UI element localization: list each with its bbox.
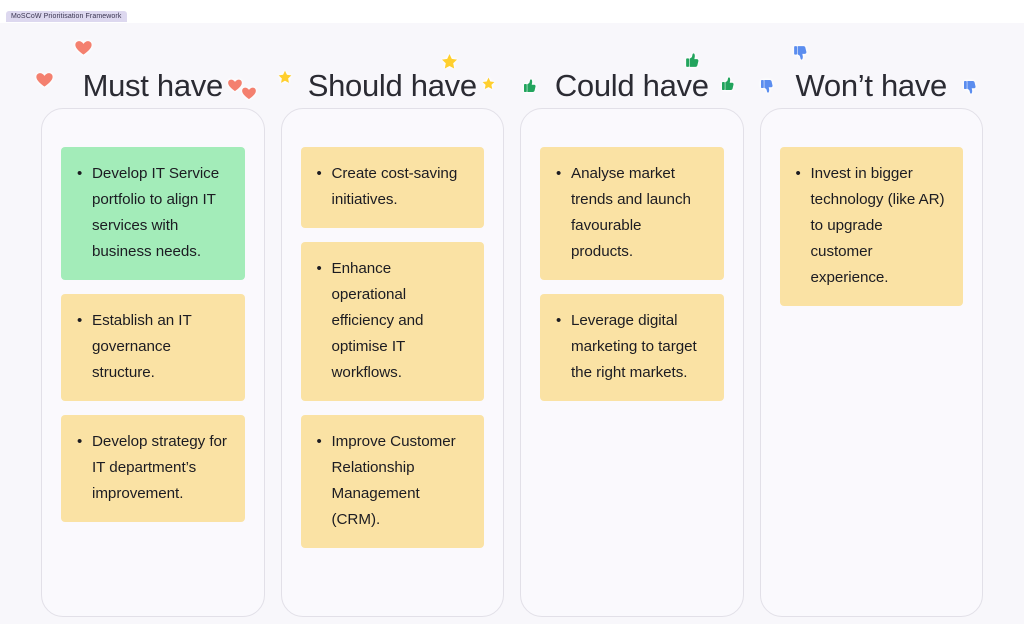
task-list: Improve Customer Relationship Management… [315, 429, 469, 533]
task-item: Enhance operational efficiency and optim… [315, 256, 469, 386]
task-card[interactable]: Establish an IT governance structure. [61, 294, 245, 401]
task-card[interactable]: Improve Customer Relationship Management… [300, 415, 484, 548]
board-canvas[interactable]: Must haveDevelop IT Service portfolio to… [0, 23, 1024, 624]
task-item: Create cost-saving initiatives. [315, 161, 469, 213]
task-list: Analyse market trends and launch favoura… [554, 161, 708, 265]
canvas-footer [0, 624, 1024, 634]
column-header: Should have [273, 30, 513, 108]
board-column: Could haveAnalyse market trends and laun… [512, 30, 752, 617]
column-header: Could have [512, 30, 752, 108]
task-item: Analyse market trends and launch favoura… [554, 161, 708, 265]
task-card[interactable]: Enhance operational efficiency and optim… [300, 242, 484, 401]
tab-strip: MoSCoW Prioritisation Framework [0, 0, 1024, 23]
board-column: Must haveDevelop IT Service portfolio to… [33, 30, 273, 617]
column-title: Must have [82, 68, 224, 103]
task-list: Create cost-saving initiatives. [315, 161, 469, 213]
document-tab[interactable]: MoSCoW Prioritisation Framework [6, 11, 128, 22]
heart-icon [74, 38, 93, 57]
column-body[interactable]: Invest in bigger technology (like AR) to… [759, 108, 983, 617]
task-list: Leverage digital marketing to target the… [554, 308, 708, 386]
task-list: Develop IT Service portfolio to align IT… [75, 161, 229, 265]
task-list: Invest in bigger technology (like AR) to… [794, 161, 948, 291]
board-column: Won’t haveInvest in bigger technology (l… [752, 30, 992, 617]
column-title: Should have [307, 68, 477, 103]
task-card[interactable]: Invest in bigger technology (like AR) to… [779, 147, 963, 306]
thumbs-up-icon [684, 52, 701, 69]
task-card[interactable]: Develop IT Service portfolio to align IT… [61, 147, 245, 280]
task-item: Develop IT Service portfolio to align IT… [75, 161, 229, 265]
task-item: Improve Customer Relationship Management… [315, 429, 469, 533]
task-card[interactable]: Analyse market trends and launch favoura… [540, 147, 724, 280]
thumbs-down-icon [792, 44, 809, 61]
column-body[interactable]: Develop IT Service portfolio to align IT… [41, 108, 265, 617]
board-column: Should haveCreate cost-saving initiative… [273, 30, 513, 617]
column-header: Must have [33, 30, 273, 108]
task-item: Invest in bigger technology (like AR) to… [794, 161, 948, 291]
column-body[interactable]: Create cost-saving initiatives. Enhance o… [280, 108, 504, 617]
task-list: Enhance operational efficiency and optim… [315, 256, 469, 386]
column-header: Won’t have [752, 30, 992, 108]
task-item: Leverage digital marketing to target the… [554, 308, 708, 386]
column-title: Could have [554, 68, 709, 103]
task-list: Establish an IT governance structure. [75, 308, 229, 386]
column-title: Won’t have [795, 68, 948, 103]
task-list: Develop strategy for IT department’s imp… [75, 429, 229, 507]
column-body[interactable]: Analyse market trends and launch favoura… [520, 108, 744, 617]
task-card[interactable]: Create cost-saving initiatives. [300, 147, 484, 228]
task-item: Establish an IT governance structure. [75, 308, 229, 386]
task-item: Develop strategy for IT department’s imp… [75, 429, 229, 507]
task-card[interactable]: Leverage digital marketing to target the… [540, 294, 724, 401]
moscow-board: Must haveDevelop IT Service portfolio to… [33, 30, 991, 617]
task-card[interactable]: Develop strategy for IT department’s imp… [61, 415, 245, 522]
